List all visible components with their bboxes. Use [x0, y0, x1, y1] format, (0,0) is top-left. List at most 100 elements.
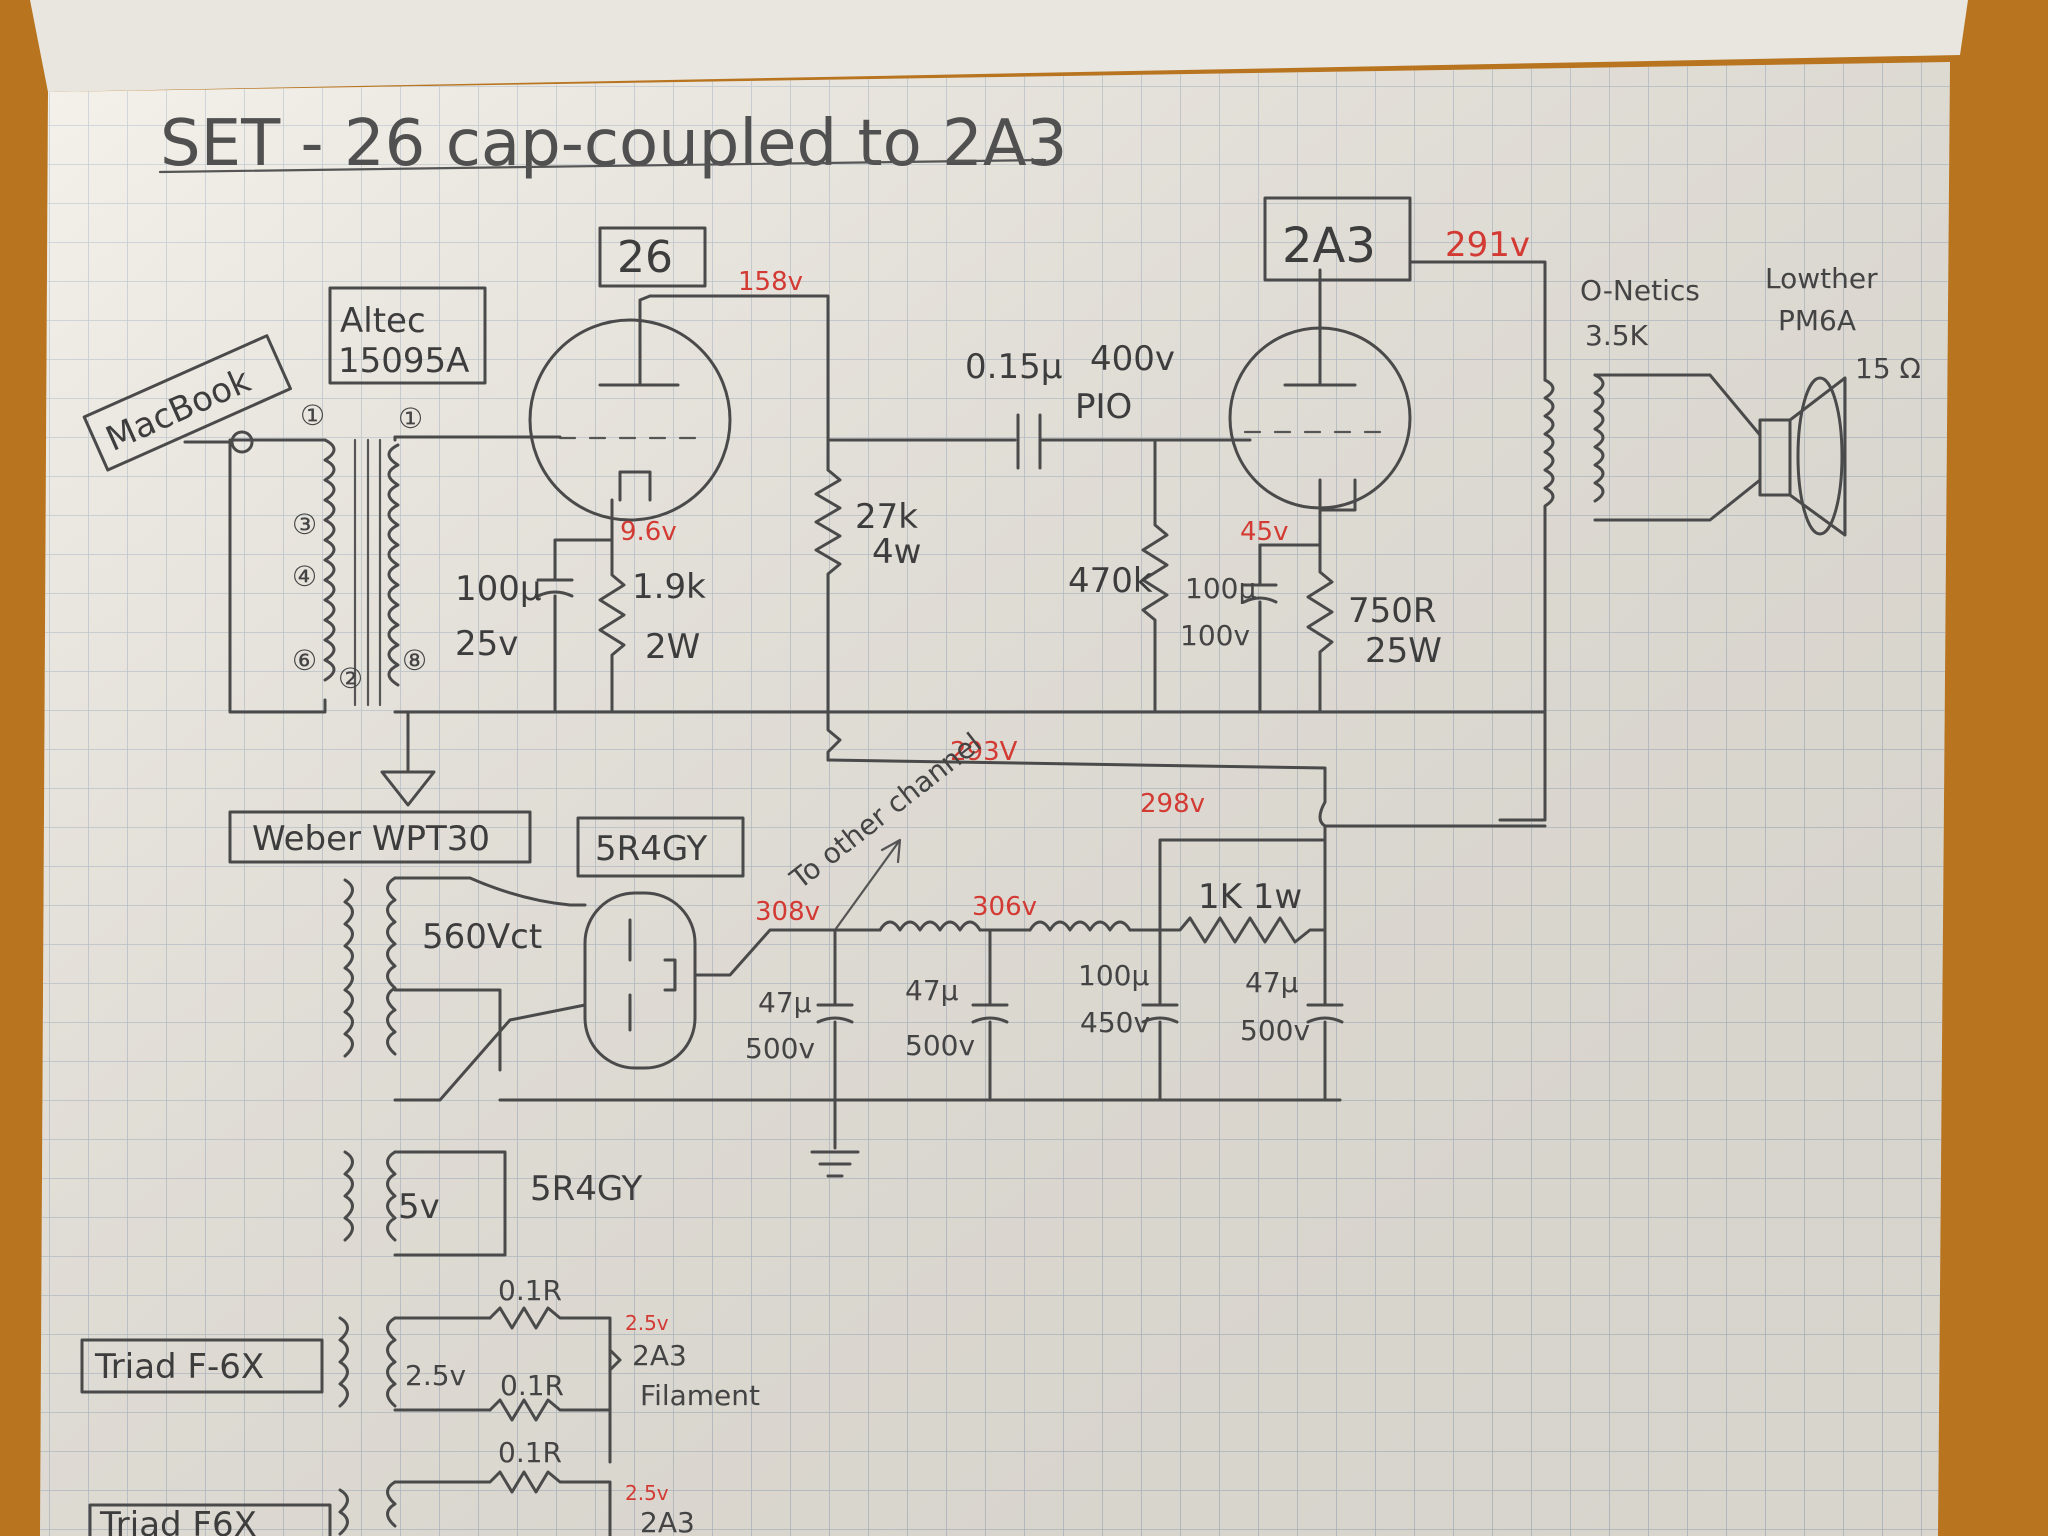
r-plate-w: 4w — [872, 532, 921, 572]
c1-v: 500v — [745, 1032, 815, 1065]
c2-val: 47µ — [905, 974, 959, 1007]
c3-v: 450v — [1080, 1006, 1150, 1039]
fil-load-1: 2A3 — [632, 1339, 687, 1372]
c-cpl-val: 0.15µ — [965, 347, 1062, 387]
choke-1 — [878, 920, 982, 932]
voltage-plate2a3: 291v — [1445, 225, 1530, 265]
power-xfmr-label-box — [228, 810, 532, 864]
c-k2a3-v: 100v — [1180, 619, 1250, 652]
c-in-v: 25v — [455, 624, 518, 664]
output-xfmr-imp: 3.5K — [1585, 319, 1649, 352]
pin-2: ② — [338, 662, 363, 695]
c-cpl-type: PIO — [1075, 387, 1132, 427]
voltage-fil-1: 2.5v — [625, 1311, 669, 1335]
rectifier-label: 5R4GY — [595, 829, 708, 869]
voltage-b298: 298v — [1140, 789, 1205, 819]
tube-26-envelope — [528, 318, 732, 522]
power-xfmr-hv-secondary — [386, 876, 397, 1056]
fil-xfmr-2-label-box — [88, 1503, 332, 1536]
ground-symbol-psu — [810, 1098, 860, 1178]
resistor-0r1-a — [488, 1306, 612, 1464]
pin-6: ⑥ — [292, 644, 317, 677]
fil-xfmr-2-secondary — [386, 1480, 397, 1528]
fil-xfmr-1-label: Triad F-6X — [94, 1347, 264, 1387]
hv-secondary-label: 560Vct — [422, 917, 542, 957]
fil-xfmr-1-primary — [338, 1316, 349, 1408]
voltage-k26: 9.6v — [620, 517, 677, 547]
speaker-imp: 15 Ω — [1855, 352, 1921, 385]
resistor-750r — [1306, 543, 1334, 714]
r-k26-w: 2W — [645, 627, 700, 667]
r-plate-val: 27k — [855, 497, 918, 537]
page-title: SET - 26 cap-coupled to 2A3 — [160, 107, 1067, 181]
c4-val: 47µ — [1245, 966, 1299, 999]
pin-1b: ① — [398, 402, 423, 435]
power-xfmr-label: Weber WPT30 — [252, 819, 490, 859]
input-xfmr-label-box — [328, 286, 487, 385]
pin-3: ③ — [292, 508, 317, 541]
output-xfmr-secondary — [1593, 373, 1605, 503]
c4-v: 500v — [1240, 1014, 1310, 1047]
voltage-fil-2: 2.5v — [625, 1481, 669, 1505]
tube-26-label: 26 — [617, 232, 673, 283]
speaker-model: PM6A — [1778, 304, 1856, 337]
fil-xfmr-2-label: Triad F6X — [99, 1505, 257, 1536]
resistor-1k9 — [598, 538, 626, 714]
speaker-brand: Lowther — [1765, 262, 1878, 295]
choke-2 — [1028, 920, 1132, 932]
r-grid: 470k — [1068, 561, 1153, 601]
tube-2a3-label-box — [1263, 196, 1412, 282]
tube-2a3-label: 2A3 — [1282, 218, 1376, 274]
voltage-b306: 306v — [972, 892, 1037, 922]
power-xfmr-primary — [343, 878, 354, 1058]
pin-8: ⑧ — [402, 644, 427, 677]
pin-4: ④ — [292, 560, 317, 593]
c2-v: 500v — [905, 1029, 975, 1062]
plate26-wire — [648, 294, 830, 472]
r-k2a3-w: 25W — [1365, 631, 1442, 671]
speaker-icon — [1758, 376, 1847, 537]
voltage-b293: 293V — [950, 737, 1018, 767]
resistor-27k — [814, 468, 842, 762]
fil-load-2: 2A3 — [640, 1506, 695, 1536]
voltage-k2a3: 45v — [1240, 517, 1288, 547]
fil-xfmr-2-primary — [338, 1488, 349, 1536]
fil-load-1-sub: Filament — [640, 1379, 760, 1412]
cap-47u-2 — [971, 928, 1009, 1102]
fil-xfmr-1-label-box — [80, 1338, 324, 1394]
resistor-0r1-c — [393, 1470, 612, 1536]
resistor-470k — [1141, 438, 1169, 714]
to-other-arrow-icon — [833, 838, 902, 932]
paper-top-strip — [30, 0, 1968, 92]
resistor-1k-1w — [1158, 916, 1327, 944]
input-xfmr-primary — [323, 438, 336, 682]
c-k2a3-val: 100µ — [1185, 572, 1256, 605]
input-xfmr-model: 15095A — [338, 341, 469, 381]
output-xfmr-brand: O-Netics — [1580, 274, 1700, 307]
fil-v-1: 2.5v — [405, 1359, 466, 1392]
title-underline — [158, 158, 1047, 174]
plate2a3-wire — [1318, 260, 1547, 387]
rect-fil-box — [393, 1150, 507, 1257]
r-drop: 1K 1w — [1198, 877, 1302, 917]
c1-val: 47µ — [758, 986, 812, 1019]
fil-xfmr-1-secondary — [386, 1316, 397, 1408]
c-in-val: 100µ — [455, 569, 542, 609]
tube-26-cathode — [618, 470, 652, 502]
r-k26-val: 1.9k — [632, 567, 706, 607]
pin-1a: ① — [300, 399, 325, 432]
r-fil-2: 0.1R — [500, 1369, 564, 1402]
rect-fil-secondary — [386, 1150, 397, 1242]
ground-symbol-input — [380, 710, 436, 807]
cap-47u-1 — [816, 928, 854, 1102]
c-cpl-v: 400v — [1090, 339, 1175, 379]
r-k2a3-val: 750R — [1348, 591, 1437, 631]
c3-val: 100µ — [1078, 959, 1149, 992]
voltage-plate26: 158v — [738, 267, 803, 297]
tube-2a3-cathode — [1318, 478, 1357, 512]
input-xfmr-core — [353, 438, 382, 707]
cap-47u-3 — [1306, 928, 1344, 1102]
r-fil-1: 0.1R — [498, 1274, 562, 1307]
tube-26-label-box — [598, 226, 707, 288]
